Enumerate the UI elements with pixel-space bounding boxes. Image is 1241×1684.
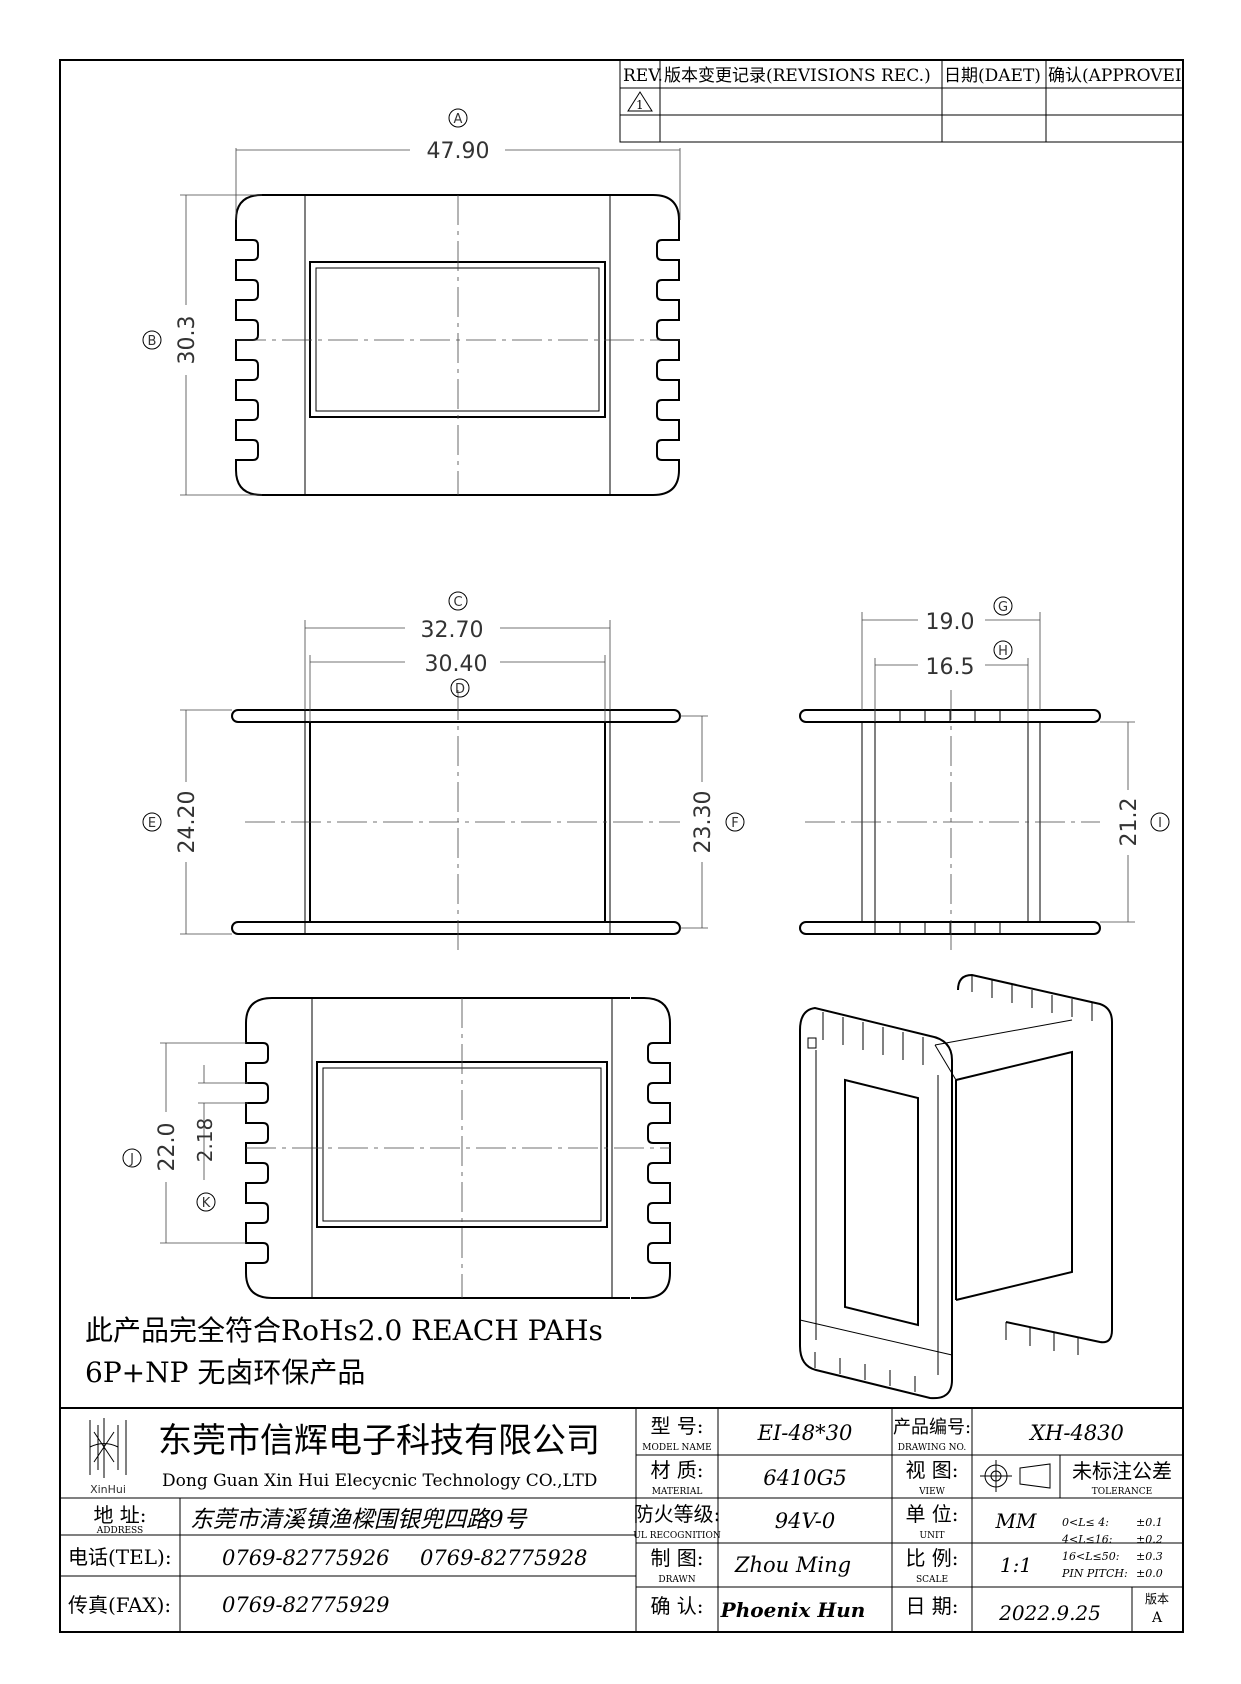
dim-k-value: 2.18: [193, 1118, 217, 1163]
tel-label: 电话(TEL):: [68, 1545, 172, 1569]
company-logo: XinHui: [89, 1418, 127, 1496]
title-block: XinHui 东莞市信辉电子科技有限公司 Dong Guan Xin Hui E…: [60, 1407, 1183, 1632]
drawn-label-en: DRAWN: [658, 1575, 695, 1585]
unit-label-en: UNIT: [919, 1531, 944, 1541]
dim-a-label: A: [454, 112, 463, 127]
dim-c-label: C: [453, 595, 462, 610]
note-halogen-free: 6P+NP 无卤环保产品: [85, 1356, 365, 1389]
model-label: 型 号:: [650, 1414, 703, 1438]
version-value: A: [1151, 1610, 1163, 1626]
dim-f-label: F: [731, 816, 738, 831]
dim-i-label: I: [1158, 816, 1162, 831]
ul-label: 防火等级:: [634, 1502, 721, 1526]
approve-header: 确认(APPROVEI: [1048, 66, 1182, 86]
tolerance-value: ±0.1: [1136, 1516, 1163, 1529]
rev-header: REV.: [623, 66, 663, 86]
tolerance-value: ±0.3: [1136, 1550, 1163, 1563]
tolerance-list: 0<L≤ 4: ±0.1 4<L≤16: ±0.2 16<L≤50: ±0.3 …: [1061, 1516, 1163, 1580]
address-label: 地 址:: [93, 1503, 146, 1527]
confirm-label: 确 认:: [650, 1594, 703, 1618]
fax-label: 传真(FAX):: [68, 1593, 171, 1617]
tolerance-title: 未标注公差: [1072, 1459, 1172, 1483]
projection-symbol-icon: [980, 1460, 1051, 1492]
top-view: 47.90 A 30.3 B: [142, 108, 681, 496]
dim-b-label: B: [148, 334, 157, 349]
drawn-value: Zhou Ming: [734, 1553, 851, 1577]
dim-f-value: 23.30: [691, 791, 716, 854]
unit-label: 单 位:: [905, 1502, 958, 1526]
model-value: EI-48*30: [757, 1421, 853, 1445]
tel-value-2: 0769-82775928: [420, 1546, 587, 1570]
drawing-border: [59, 59, 1184, 1633]
revisions-rec-header: 版本变更记录(REVISIONS REC.): [664, 66, 931, 86]
fax-value: 0769-82775929: [222, 1593, 389, 1617]
dim-e-label: E: [148, 816, 156, 831]
tolerance-range: 16<L≤50:: [1062, 1550, 1119, 1563]
note-rohs: 此产品完全符合RoHs2.0 REACH PAHs: [85, 1314, 603, 1347]
model-label-en: MODEL NAME: [642, 1443, 711, 1453]
material-value: 6410G5: [763, 1466, 847, 1490]
dim-h-label: H: [998, 644, 1008, 659]
drawing-no-label-en: DRAWING NO.: [898, 1443, 967, 1453]
front-view: 32.70 C 30.40 D 24.20 E 23.30 F: [142, 591, 745, 950]
address-value: 东莞市清溪镇渔樑围银兜四路9号: [190, 1507, 528, 1533]
side-view: 19.0 G 16.5 H 21.2 I: [799, 596, 1170, 950]
dim-b-value: 30.3: [175, 316, 200, 365]
ul-value: 94V-0: [775, 1509, 835, 1533]
scale-label: 比 例:: [905, 1546, 958, 1570]
dim-g-label: G: [998, 600, 1008, 615]
logo-text: XinHui: [90, 1483, 126, 1496]
company-name-en: Dong Guan Xin Hui Elecycnic Technology C…: [162, 1471, 597, 1491]
tolerance-value: ±0.2: [1136, 1533, 1163, 1546]
date-header: 日期(DAET): [944, 66, 1041, 86]
address-label-en: ADDRESS: [96, 1526, 143, 1536]
drawing-no-label: 产品编号:: [893, 1417, 971, 1438]
tel-value-1: 0769-82775926: [222, 1546, 389, 1570]
revision-table: REV. 版本变更记录(REVISIONS REC.) 日期(DAET) 确认(…: [619, 59, 1184, 143]
drawing-no-value: XH-4830: [1028, 1421, 1124, 1445]
date-value: 2022.9.25: [998, 1601, 1101, 1625]
dim-d-label: D: [455, 682, 465, 697]
dim-i-value: 21.2: [1117, 798, 1142, 847]
tolerance-value: ±0.0: [1136, 1567, 1163, 1580]
dim-j-value: 22.0: [155, 1123, 180, 1172]
version-label: 版本: [1145, 1592, 1169, 1606]
material-label: 材 质:: [650, 1458, 703, 1482]
drawn-label: 制 图:: [650, 1546, 703, 1570]
tolerance-range: 4<L≤16:: [1061, 1533, 1112, 1546]
dim-a-value: 47.90: [427, 139, 490, 164]
view-label: 视 图:: [905, 1458, 958, 1482]
dim-g-value: 19.0: [926, 610, 975, 635]
dim-e-value: 24.20: [175, 791, 200, 854]
isometric-view: [799, 973, 1113, 1400]
revision-triangle-icon: 1: [627, 91, 653, 112]
ul-label-en: UL RECOGNITION: [633, 1531, 721, 1541]
scale-value: 1:1: [1000, 1553, 1032, 1577]
bottom-view: 22.0 J 2.18 K: [122, 997, 671, 1299]
svg-text:1: 1: [636, 98, 644, 112]
unit-value: MM: [995, 1509, 1037, 1533]
tolerance-title-en: TOLERANCE: [1092, 1487, 1153, 1497]
tolerance-range: PIN PITCH:: [1061, 1567, 1128, 1580]
dim-c-value: 32.70: [421, 618, 484, 643]
dim-k-label: K: [202, 1196, 211, 1211]
dim-h-value: 16.5: [926, 655, 975, 680]
dim-d-value: 30.40: [425, 652, 488, 677]
dim-j-label: J: [129, 1152, 134, 1167]
confirm-signature: Phoenix Hun: [720, 1598, 866, 1622]
tolerance-range: 0<L≤ 4:: [1062, 1516, 1109, 1529]
view-label-en: VIEW: [918, 1487, 946, 1497]
company-name-cn: 东莞市信辉电子科技有限公司: [158, 1421, 600, 1461]
date-label: 日 期:: [905, 1594, 958, 1618]
material-label-en: MATERIAL: [652, 1487, 703, 1497]
scale-label-en: SCALE: [916, 1575, 948, 1585]
